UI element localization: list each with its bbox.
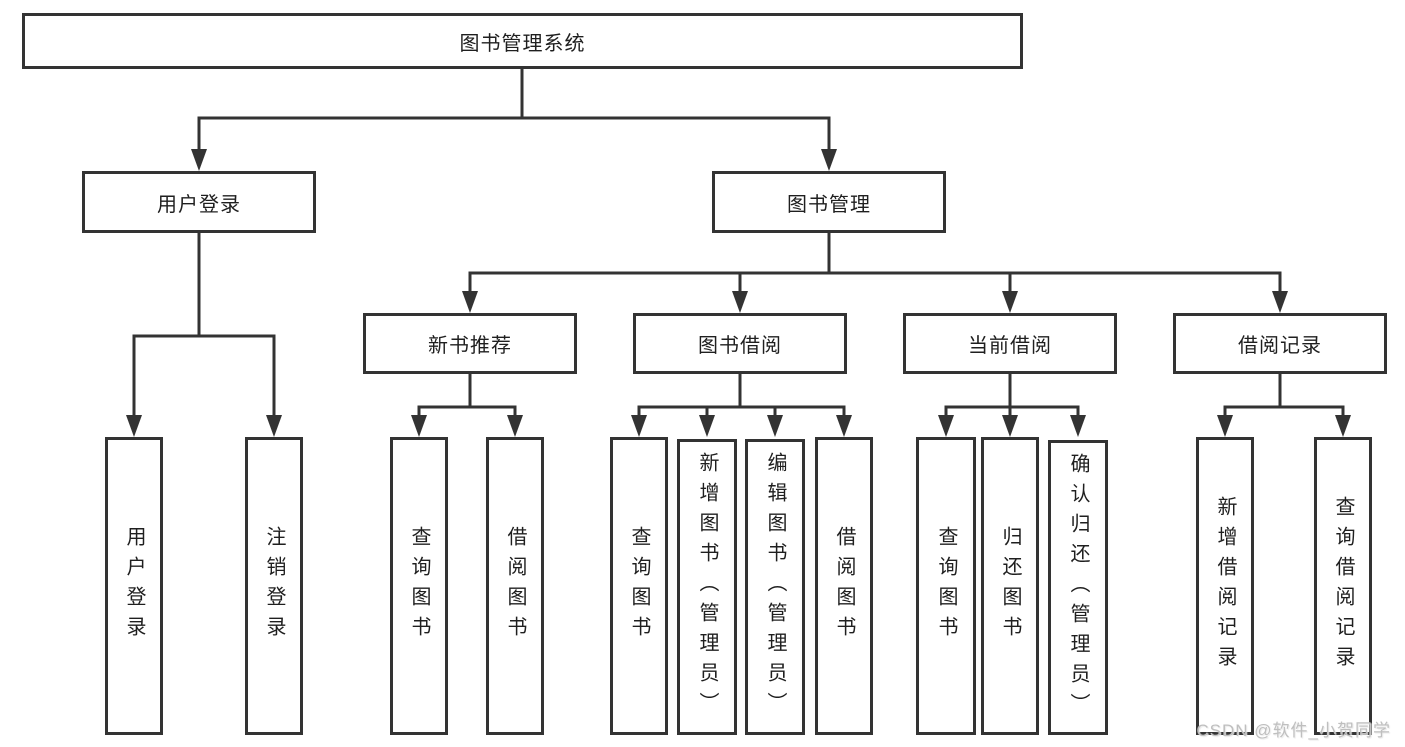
leaf-user-login: 用户登录 bbox=[105, 437, 163, 735]
arrow-icon bbox=[631, 415, 647, 437]
leaf-return-books: 归还图书 bbox=[981, 437, 1039, 735]
arrow-icon bbox=[1002, 415, 1018, 437]
node-user-login: 用户登录 bbox=[82, 171, 316, 233]
node-borrow-records: 借阅记录 bbox=[1173, 313, 1387, 374]
node-root-system: 图书管理系统 bbox=[22, 13, 1023, 69]
leaf-borrow-books-recommend: 借阅图书 bbox=[486, 437, 544, 735]
arrow-icon bbox=[836, 415, 852, 437]
node-current-borrow: 当前借阅 bbox=[903, 313, 1117, 374]
arrow-icon bbox=[938, 415, 954, 437]
leaf-query-borrow-record: 查询借阅记录 bbox=[1314, 437, 1372, 735]
arrow-icon bbox=[1272, 291, 1288, 313]
leaf-edit-books-admin: 编辑图书（管理员） bbox=[745, 439, 805, 735]
leaf-add-borrow-record: 新增借阅记录 bbox=[1196, 437, 1254, 735]
arrow-icon bbox=[1002, 291, 1018, 313]
leaf-add-books-admin: 新增图书（管理员） bbox=[677, 439, 737, 735]
arrow-icon bbox=[411, 415, 427, 437]
arrow-icon bbox=[1070, 415, 1086, 437]
arrow-icon bbox=[191, 149, 207, 171]
arrow-icon bbox=[266, 415, 282, 437]
leaf-confirm-return-admin: 确认归还（管理员） bbox=[1048, 440, 1108, 735]
arrow-icon bbox=[767, 415, 783, 437]
leaf-query-books-current: 查询图书 bbox=[916, 437, 976, 735]
arrow-icon bbox=[699, 415, 715, 437]
csdn-watermark: CSDN @软件_小贺同学 bbox=[1196, 721, 1391, 740]
arrow-icon bbox=[1217, 415, 1233, 437]
node-book-borrow: 图书借阅 bbox=[633, 313, 847, 374]
leaf-query-books-borrow: 查询图书 bbox=[610, 437, 668, 735]
arrow-icon bbox=[821, 149, 837, 171]
leaf-query-books-recommend: 查询图书 bbox=[390, 437, 448, 735]
arrow-icon bbox=[732, 291, 748, 313]
arrow-icon bbox=[462, 291, 478, 313]
arrow-icon bbox=[126, 415, 142, 437]
leaf-borrow-books: 借阅图书 bbox=[815, 437, 873, 735]
arrow-icon bbox=[507, 415, 523, 437]
node-new-book-recommend: 新书推荐 bbox=[363, 313, 577, 374]
arrow-icon bbox=[1335, 415, 1351, 437]
leaf-logout: 注销登录 bbox=[245, 437, 303, 735]
node-book-management: 图书管理 bbox=[712, 171, 946, 233]
